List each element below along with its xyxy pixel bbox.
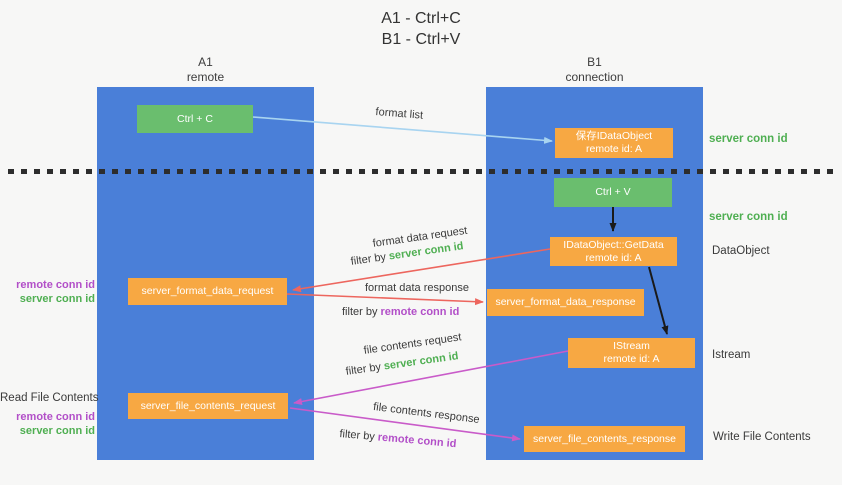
column-a1-name: A1 [198, 55, 213, 69]
title-line-1: A1 - Ctrl+C [381, 10, 461, 27]
node-save-idataobject-line1: 保存IDataObject [575, 130, 653, 142]
label-filter-by-server-conn-id-2: filter byserver conn id [345, 350, 459, 378]
node-file-request-label: server_file_contents_request [140, 399, 276, 412]
column-b1-subtitle: connection [565, 70, 624, 84]
node-server-format-data-response: server_format_data_response [487, 289, 644, 316]
annotation-conn-id-pair-1: remote conn id server conn id [0, 278, 95, 306]
filter-by-text: filter by [350, 251, 387, 268]
annotation-read-file-contents: Read File Contents [0, 392, 99, 404]
annotation-server-conn-id-2: server conn id [709, 211, 788, 223]
annotation-conn-id-pair-2: remote conn id server conn id [0, 410, 95, 438]
node-ctrl-c-label: Ctrl + C [177, 112, 213, 125]
diagram-title: A1 - Ctrl+C B1 - Ctrl+V [0, 8, 842, 50]
column-header-a1: A1 remote [97, 55, 314, 85]
column-b1-name: B1 [587, 55, 602, 69]
node-ctrl-c: Ctrl + C [137, 105, 253, 133]
node-ctrl-v: Ctrl + V [554, 178, 672, 207]
node-save-idataobject: 保存IDataObject remote id: A [555, 128, 673, 158]
filter-by-text: filter by [338, 428, 376, 444]
node-idataobject-getdata: IDataObject::GetData remote id: A [550, 237, 677, 266]
remote-conn-id-text: remote conn id [380, 306, 460, 318]
column-a1-subtitle: remote [186, 70, 225, 84]
server-conn-id-text: server conn id [383, 350, 460, 373]
annotation-istream: Istream [712, 349, 751, 361]
annotation-server-conn-id-1: server conn id [709, 133, 788, 145]
format-data-response-arrow [286, 293, 484, 306]
dotted-separator-line [8, 169, 836, 174]
node-server-format-data-request: server_format_data_request [128, 278, 287, 305]
remote-conn-id-text: remote conn id [377, 431, 457, 451]
title-line-2: B1 - Ctrl+V [381, 31, 461, 48]
filter-by-text: filter by [342, 306, 378, 318]
label-format-list: format list [375, 106, 424, 122]
node-format-request-label: server_format_data_request [141, 285, 274, 297]
annotation-dataobject: DataObject [712, 245, 770, 257]
node-format-response-label: server_format_data_response [495, 296, 636, 308]
node-getdata-line2: remote id: A [585, 251, 642, 264]
node-getdata-line1: IDataObject::GetData [563, 238, 664, 251]
annotation-remote-conn-id-2: remote conn id [16, 411, 95, 423]
annotation-remote-conn-id-1: remote conn id [16, 279, 95, 291]
node-istream-line1: IStream [613, 340, 650, 352]
node-file-response-label: server_file_contents_response [532, 432, 676, 445]
node-save-idataobject-line2: remote id: A [585, 143, 643, 155]
annotation-server-conn-id-left-1: server conn id [19, 293, 95, 305]
annotation-server-conn-id-left-2: server conn id [19, 425, 95, 437]
column-header-b1: B1 connection [486, 55, 703, 85]
node-ctrl-v-label: Ctrl + V [595, 186, 631, 198]
node-server-file-contents-response: server_file_contents_response [524, 426, 685, 452]
label-file-contents-response: file contents response [372, 401, 481, 426]
node-istream: IStream remote id: A [568, 338, 695, 368]
node-server-file-contents-request: server_file_contents_request [128, 393, 288, 419]
filter-by-text: filter by [345, 361, 382, 378]
node-istream-line2: remote id: A [603, 353, 660, 365]
annotation-write-file-contents: Write File Contents [713, 431, 811, 443]
label-format-data-response: format data response [365, 282, 469, 294]
